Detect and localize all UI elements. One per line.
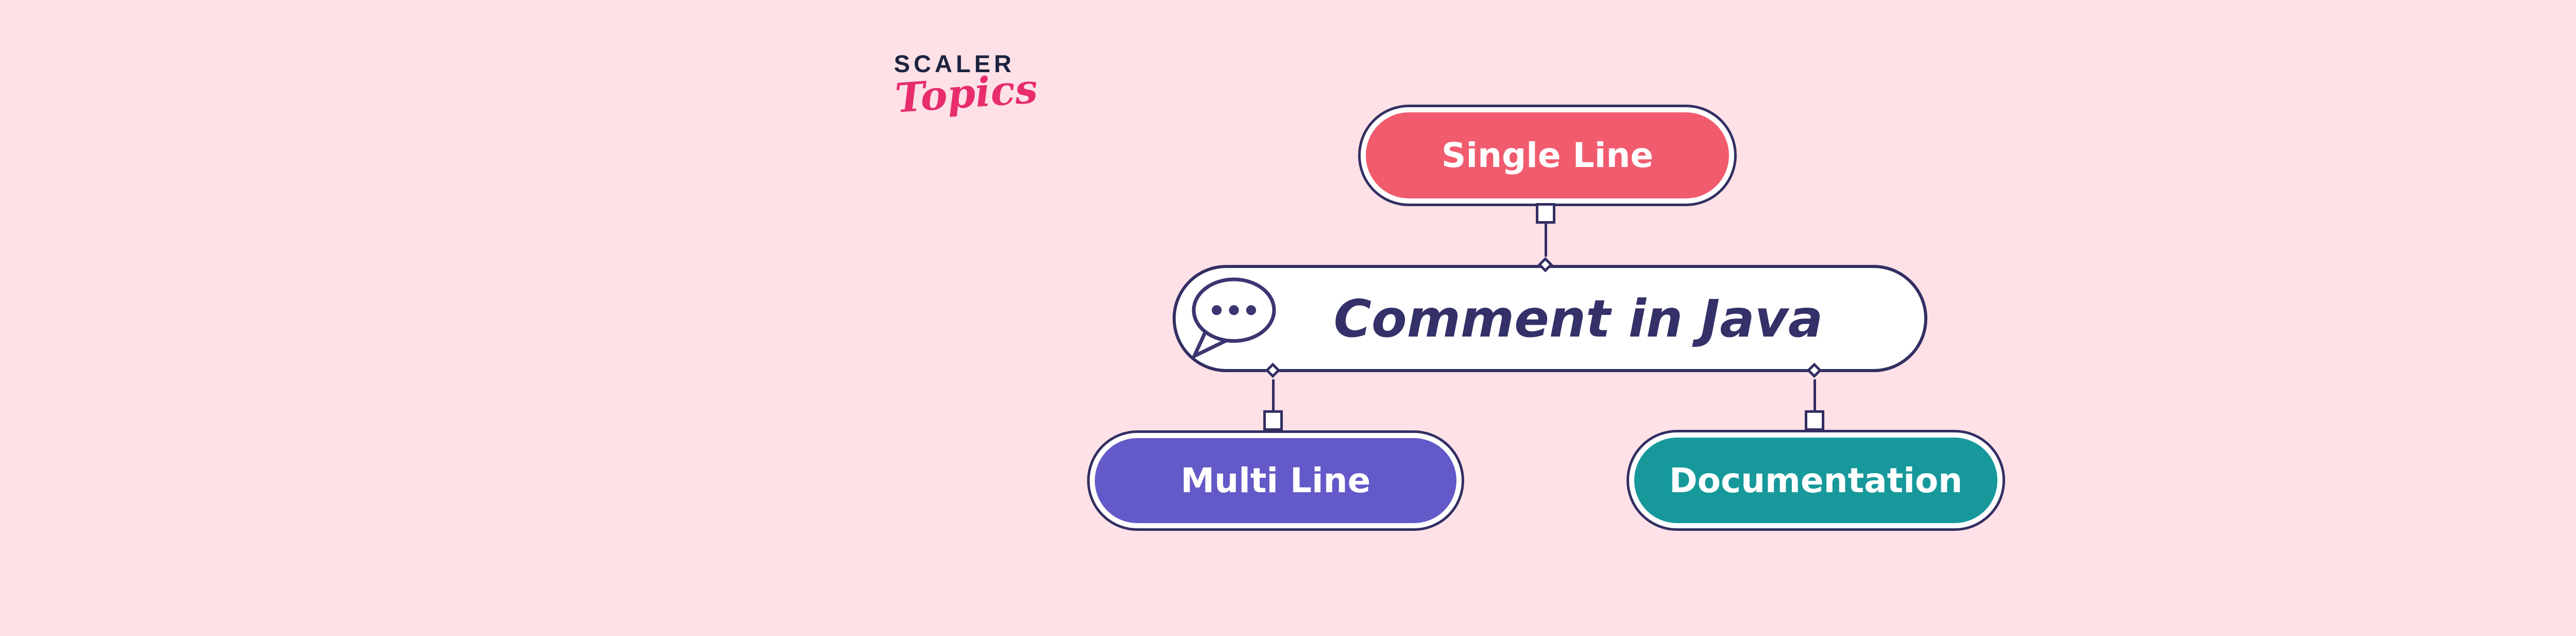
logo-wordmark-topics: Topics bbox=[893, 65, 1039, 122]
node-comment-in-java-label: Comment in Java bbox=[1333, 288, 1823, 349]
node-multi-line-fill: Multi Line bbox=[1095, 438, 1456, 523]
node-multi-line-label: Multi Line bbox=[1180, 461, 1371, 500]
connector-line-single-to-root bbox=[1545, 221, 1547, 257]
logo-wordmark-scaler: SCALER bbox=[894, 50, 1015, 77]
connector-line-root-to-documentation bbox=[1814, 379, 1816, 412]
connector-square-single-line bbox=[1536, 203, 1555, 224]
speech-bubble-ellipsis-icon bbox=[1192, 277, 1276, 358]
node-comment-in-java[interactable]: Comment in Java bbox=[1173, 265, 1927, 372]
node-documentation-fill: Documentation bbox=[1634, 438, 1997, 523]
node-documentation-label: Documentation bbox=[1669, 460, 1963, 500]
node-documentation[interactable]: Documentation bbox=[1626, 430, 2005, 531]
connector-square-documentation bbox=[1805, 410, 1824, 431]
connector-square-multi-line bbox=[1263, 410, 1283, 431]
node-single-line-label: Single Line bbox=[1441, 136, 1654, 175]
connector-line-root-to-multi bbox=[1272, 379, 1275, 412]
node-multi-line[interactable]: Multi Line bbox=[1087, 430, 1464, 531]
node-single-line[interactable]: Single Line bbox=[1358, 105, 1737, 206]
node-single-line-fill: Single Line bbox=[1366, 112, 1729, 198]
scaler-topics-logo: SCALER Topics bbox=[893, 49, 1039, 122]
